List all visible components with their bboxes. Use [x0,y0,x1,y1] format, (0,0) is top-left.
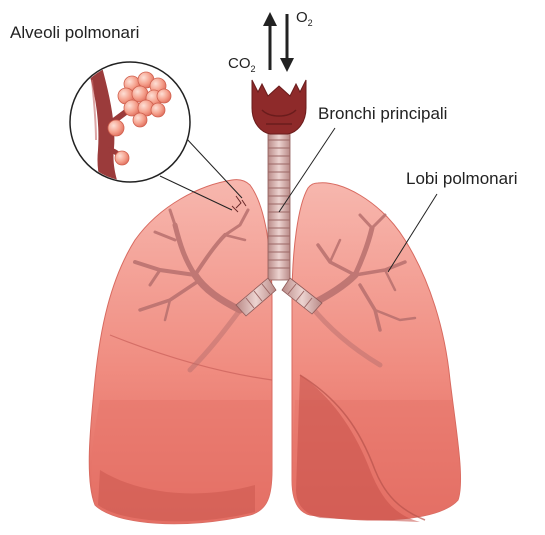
co2-base: CO [228,55,251,72]
down-arrowhead-icon [280,58,294,72]
o2-base: O [296,9,308,26]
bronchi-label: Bronchi principali [318,104,447,123]
right-lung [292,183,461,522]
up-arrowhead-icon [263,12,277,26]
alveoli-label: Alveoli polmonari [10,23,139,42]
co2-label: CO2 [228,55,256,74]
o2-label: O2 [296,9,313,28]
co2-subscript: 2 [251,64,256,74]
o2-subscript: 2 [308,18,313,28]
left-lung [89,180,272,524]
gas-exchange-arrows [263,12,294,72]
larynx [252,80,306,134]
lobes-label: Lobi polmonari [406,169,518,188]
